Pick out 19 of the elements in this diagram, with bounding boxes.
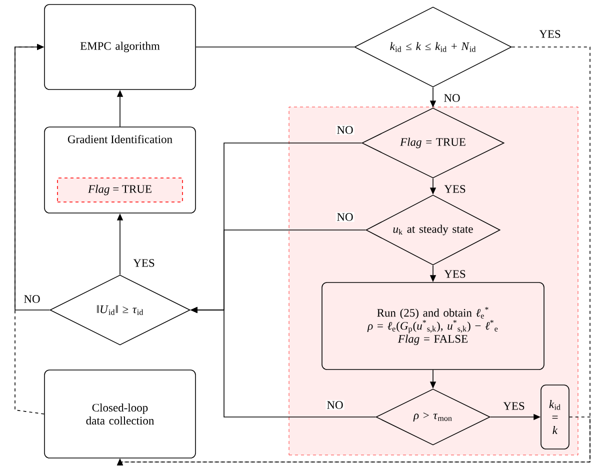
arrow <box>14 44 50 310</box>
edge-label: NO <box>22 294 42 304</box>
edge-label: YES <box>538 29 562 39</box>
process-box: Run (25) and obtain ℓ$_{e}$* ρ = ℓ$_{e}$(G$_{p}$(u$^{*}$$_{s,k}$), u$^{*}$$_{s,k}$) − ℓ$^{*}$e Flag = FALSE <box>322 282 544 370</box>
dashed-arrow <box>116 416 590 466</box>
process-box: k$_{id}$ = k <box>540 384 570 450</box>
dashed-arrow <box>14 44 44 414</box>
edge-label: NO <box>442 93 462 103</box>
edge-label: YES <box>502 401 526 411</box>
edge-label: NO <box>326 400 344 410</box>
flag-box: Flag = TRUE <box>57 178 183 202</box>
edge-label: YES <box>443 184 467 194</box>
line <box>196 46 354 48</box>
edge-label: NO <box>336 125 354 135</box>
edge-label: YES <box>132 258 156 268</box>
process-box: Closed-loop data collection <box>44 370 196 458</box>
edge-label: YES <box>443 269 467 279</box>
process-box: EMPC algorithm <box>44 4 196 90</box>
edge-label: NO <box>336 212 354 222</box>
